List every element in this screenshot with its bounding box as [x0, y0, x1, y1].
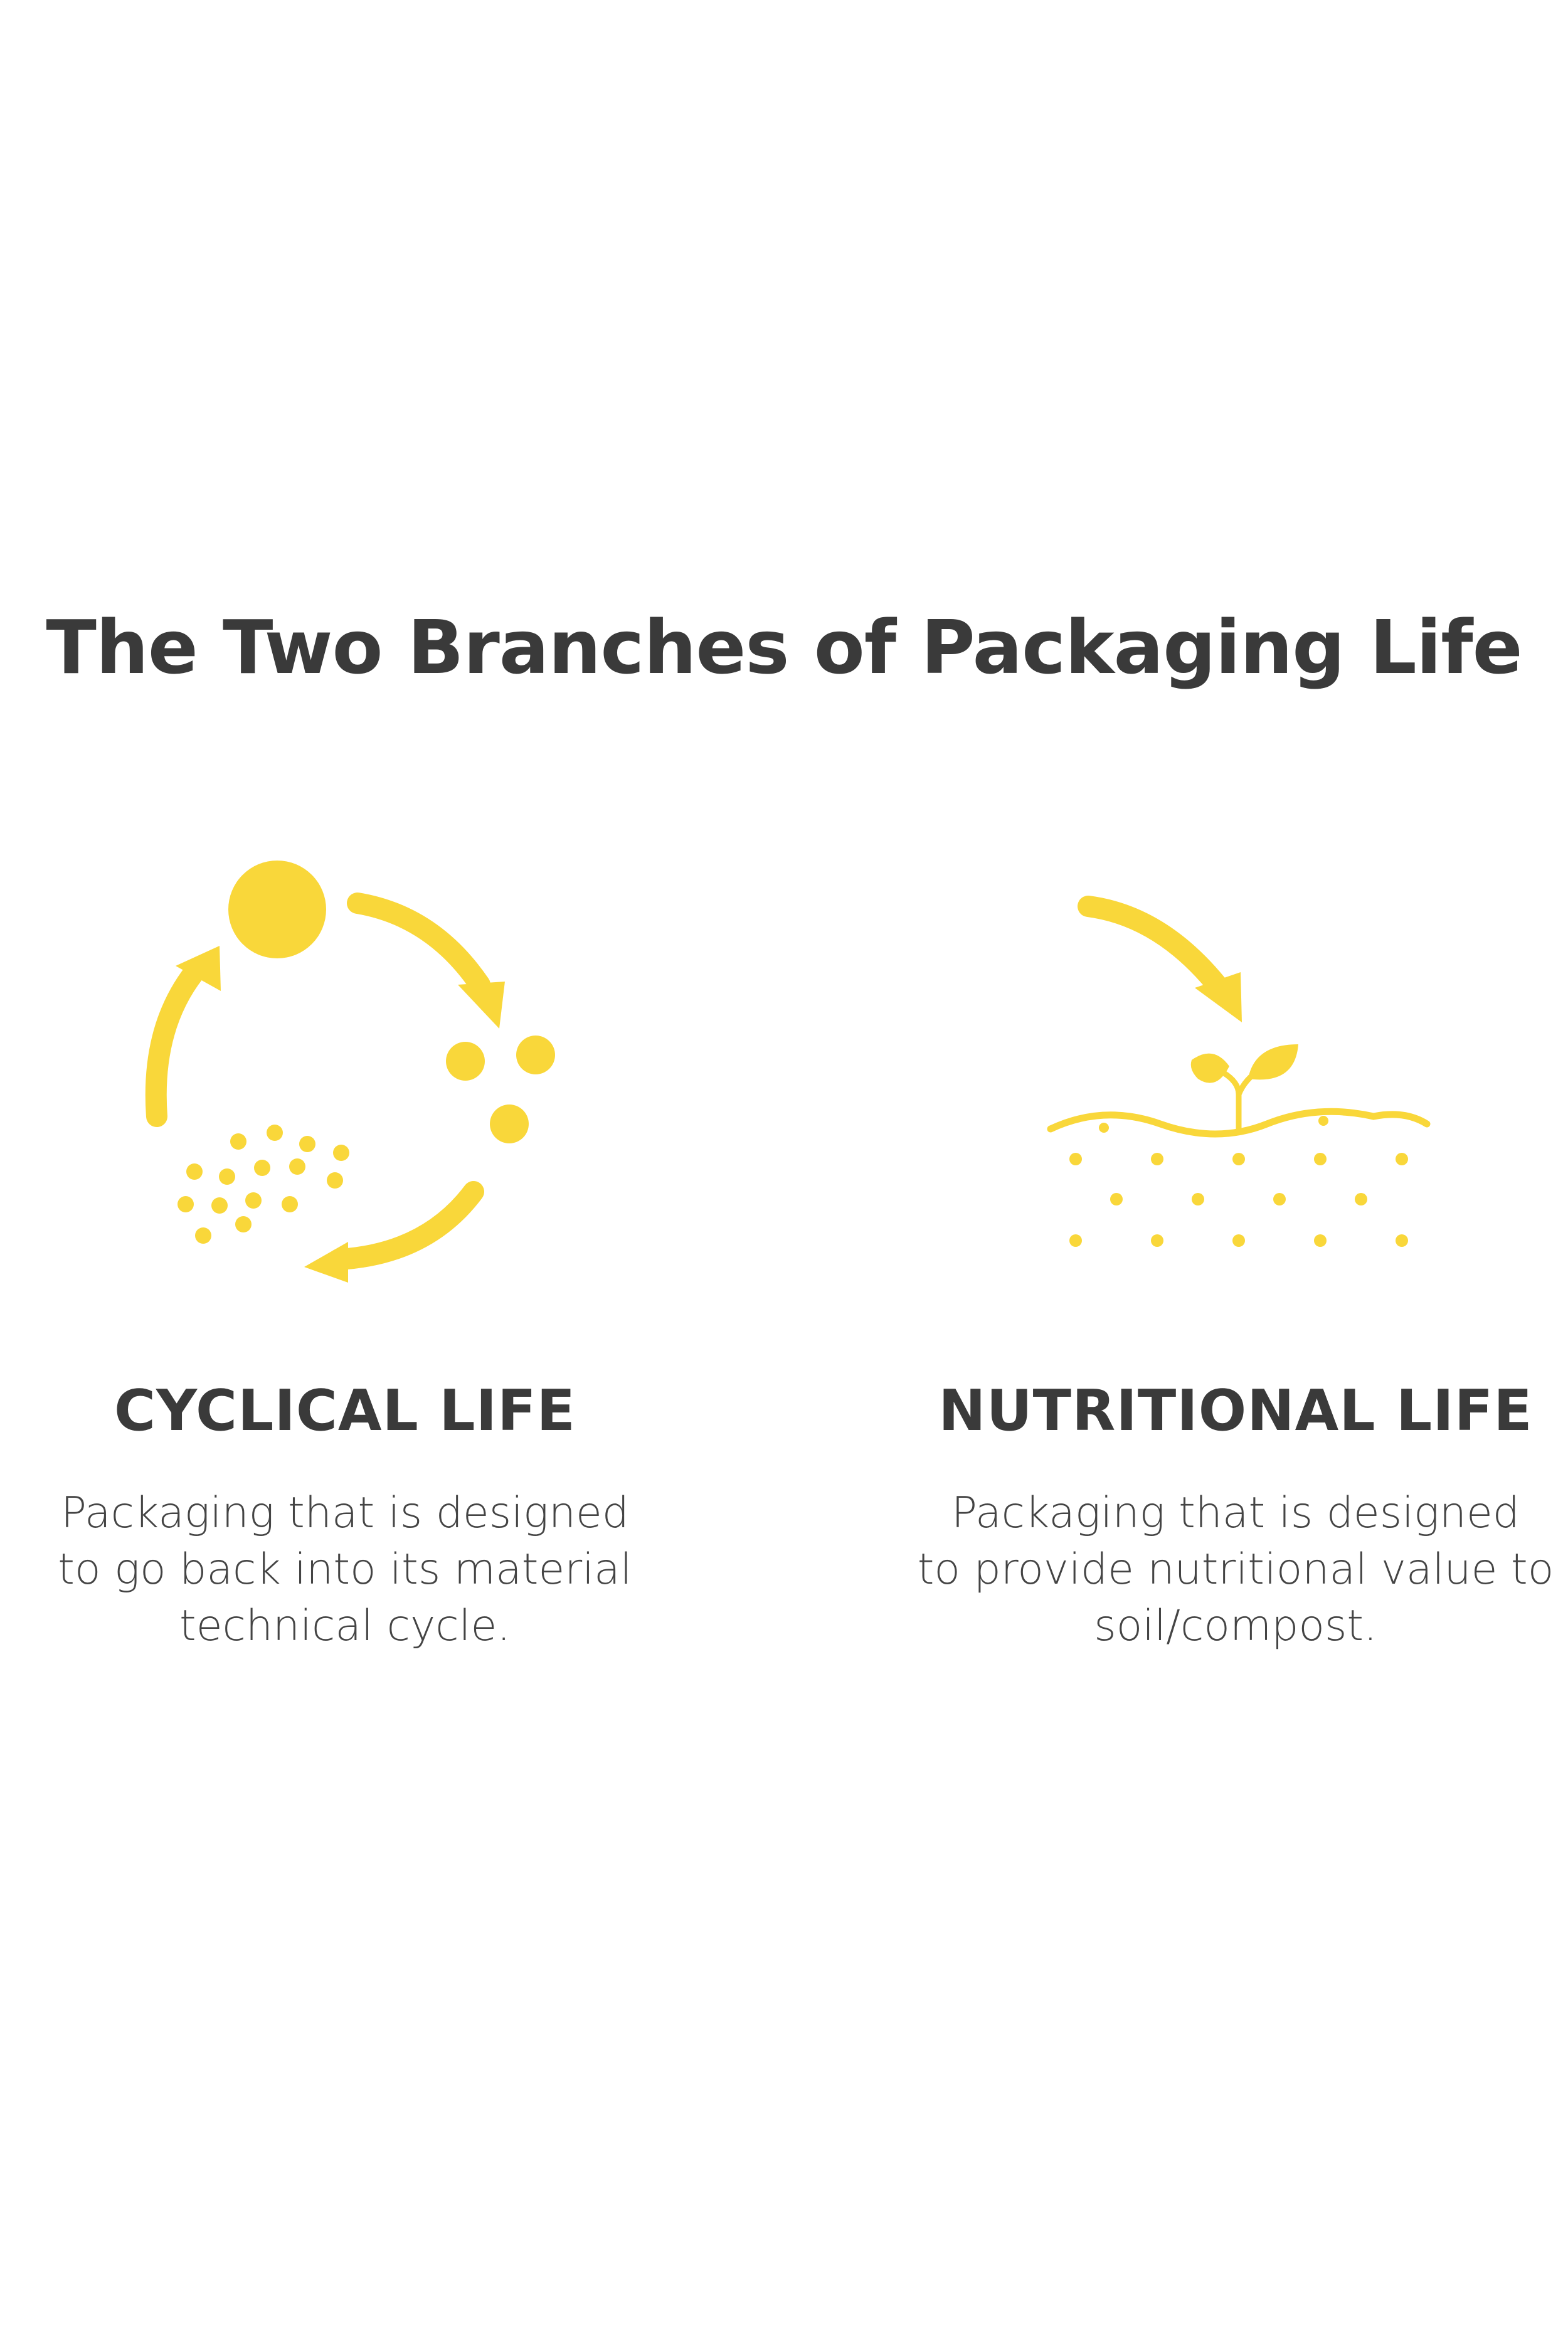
arrow-arc-top-right	[347, 893, 490, 995]
cyclical-life-description: Packaging that is designed to go back in…	[58, 1488, 632, 1651]
arrow-head	[458, 982, 505, 1029]
soil-line	[1047, 1108, 1431, 1138]
arrow-head	[304, 1242, 348, 1283]
arrow-arc-bottom	[328, 1181, 484, 1270]
cyclical-life-heading: CYCLICAL LIFE	[114, 1378, 576, 1444]
page-title: The Two Branches of Packaging Life	[46, 604, 1522, 691]
arrow-head	[176, 946, 221, 991]
nutritional-life-description: Packaging that is designed to provide nu…	[917, 1488, 1554, 1651]
nutritional-life-heading: NUTRITIONAL LIFE	[938, 1378, 1533, 1444]
cycle-arrows-icon	[145, 861, 555, 1283]
medium-circle	[490, 1104, 529, 1143]
sprout-leaf-right	[1248, 1044, 1298, 1080]
large-material-circle	[228, 861, 326, 958]
sprout-leaf-left	[1190, 1053, 1229, 1083]
arrow-arc	[1078, 896, 1227, 995]
sprout-soil-icon	[1047, 896, 1431, 1247]
arrow-head	[1195, 972, 1242, 1022]
arrow-arc-left	[145, 961, 205, 1127]
medium-circle	[446, 1042, 485, 1081]
medium-circle	[516, 1036, 555, 1074]
